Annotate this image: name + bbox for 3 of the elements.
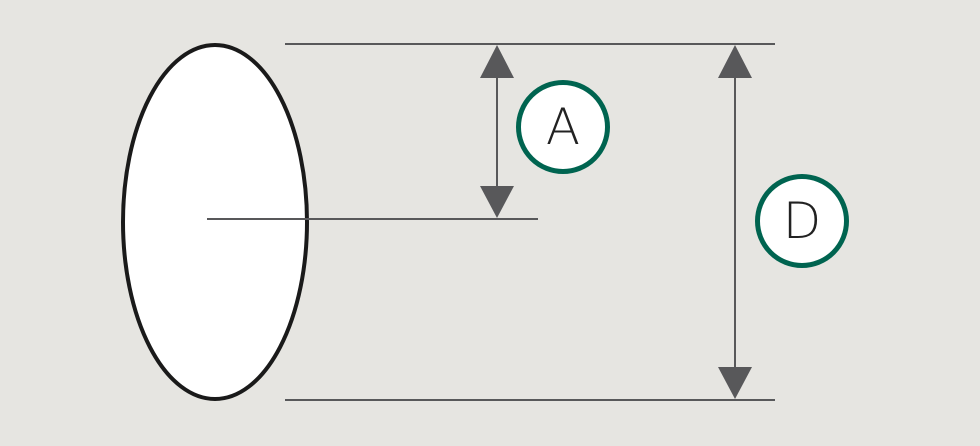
ellipse-outline <box>121 43 309 401</box>
callout-letter: D <box>782 196 822 246</box>
callout-letter: A <box>546 102 580 152</box>
